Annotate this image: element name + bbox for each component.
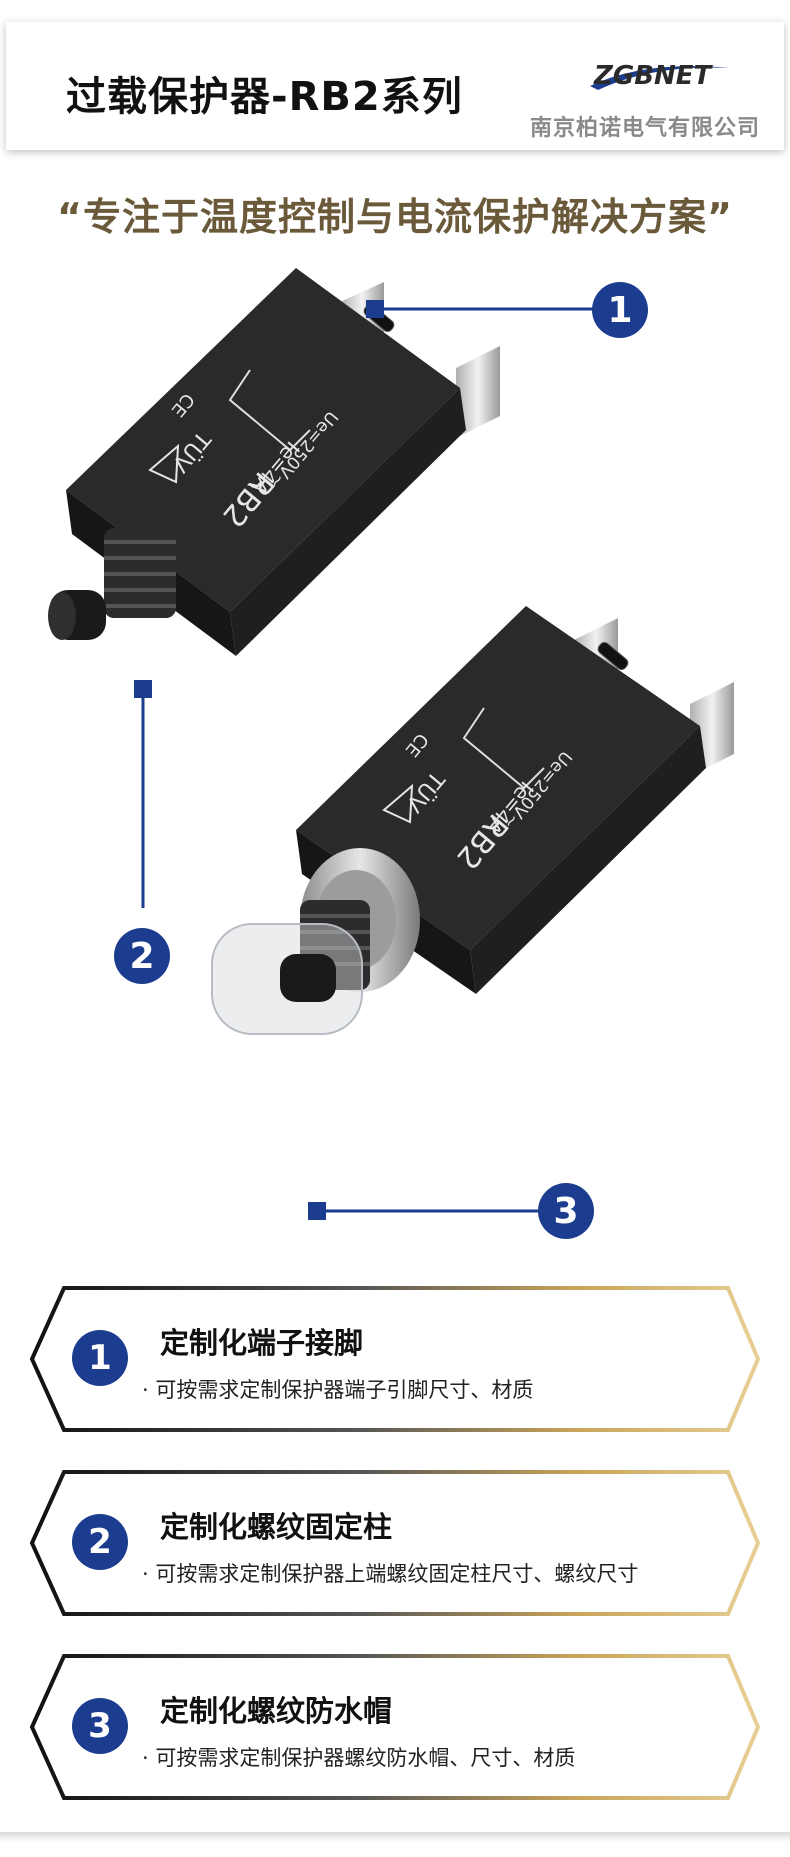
card-frame	[29, 1470, 761, 1616]
footer-divider	[0, 1832, 790, 1842]
company-name: 南京柏诺电气有限公司	[530, 116, 761, 141]
feature-number: 2	[72, 1514, 128, 1570]
feature-number: 1	[72, 1330, 128, 1386]
wiring-symbol	[462, 707, 545, 790]
card-frame	[29, 1286, 761, 1432]
feature-title: 定制化螺纹固定柱	[160, 1510, 393, 1544]
breaker-unit-2: RB2 Ie=4A Ue=250V~ TÜV CE	[211, 606, 734, 1035]
feature-title: 定制化端子接脚	[160, 1326, 364, 1360]
feature-title: 定制化螺纹防水帽	[160, 1694, 393, 1728]
body-side-face	[230, 388, 466, 656]
callout-lines	[134, 300, 594, 1220]
card-frame	[29, 1654, 761, 1800]
wiring-symbol	[228, 369, 311, 452]
feature-number: 3	[72, 1698, 128, 1754]
feature-card: 3 定制化螺纹防水帽 · 可按需求定制保护器螺纹防水帽、尺寸、材质	[28, 1652, 762, 1802]
terminal-pin	[456, 346, 500, 438]
feature-desc: · 可按需求定制保护器螺纹防水帽、尺寸、材质	[142, 1746, 576, 1770]
callout-number: 2	[114, 928, 170, 984]
feature-card: 1 定制化端子接脚 · 可按需求定制保护器端子引脚尺寸、材质	[28, 1284, 762, 1434]
body-side-face	[470, 726, 706, 994]
slogan: “专注于温度控制与电流保护解决方案”	[57, 195, 733, 239]
breaker-unit-1: RB2 Ie=4A Ue=250V~ TÜV CE	[48, 268, 500, 656]
slot	[597, 642, 629, 670]
company-logo: ZGBNET	[590, 61, 730, 91]
logo-swoosh	[590, 66, 730, 90]
logo-text: ZGBNET	[593, 61, 714, 91]
warning-triangle-icon	[382, 783, 414, 824]
page-title: 过载保护器-RB2系列	[66, 74, 463, 120]
feature-desc: · 可按需求定制保护器端子引脚尺寸、材质	[142, 1378, 534, 1402]
warning-triangle-icon	[148, 443, 180, 484]
header-bar: 过载保护器-RB2系列 ZGBNET 南京柏诺电气有限公司	[6, 22, 784, 150]
product-illustration: RB2 Ie=4A Ue=250V~ TÜV CE RB2 Ie=4A Ue	[48, 268, 734, 1220]
waterproof-cap	[211, 900, 370, 1035]
callout-number: 3	[538, 1183, 594, 1239]
body-top-face	[66, 268, 460, 612]
thread-column	[48, 528, 176, 640]
callout-number: 1	[592, 282, 648, 338]
feature-card: 2 定制化螺纹固定柱 · 可按需求定制保护器上端螺纹固定柱尺寸、螺纹尺寸	[28, 1468, 762, 1618]
feature-desc: · 可按需求定制保护器上端螺纹固定柱尺寸、螺纹尺寸	[142, 1562, 639, 1586]
